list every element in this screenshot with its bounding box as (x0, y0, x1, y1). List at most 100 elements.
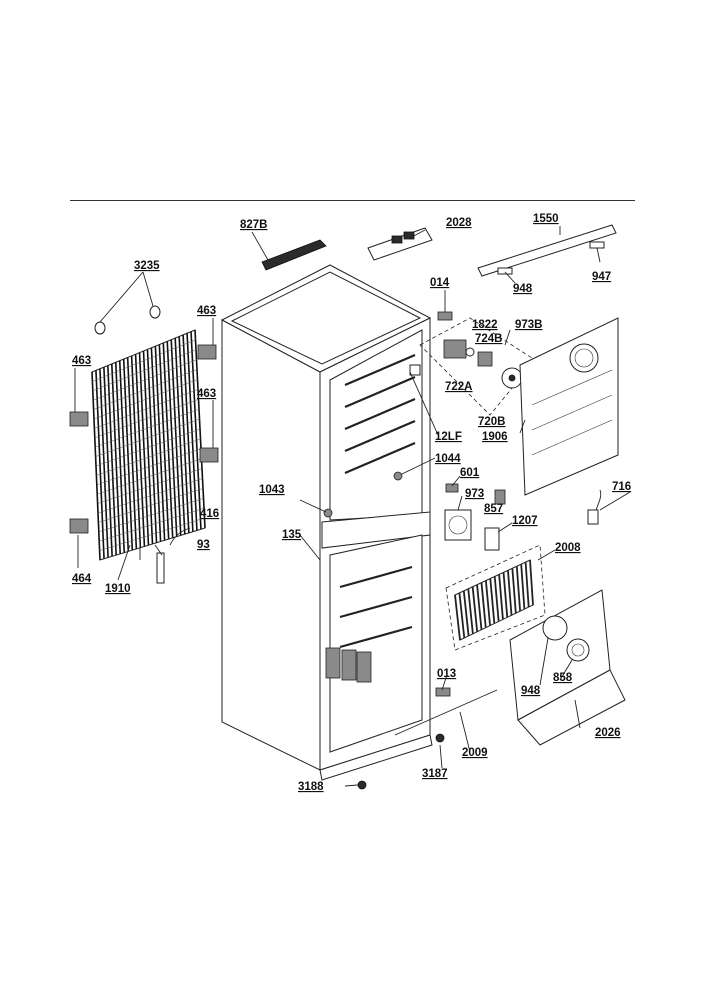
label-947: 947 (592, 271, 611, 283)
label-601: 601 (460, 467, 480, 479)
coil-wire (95, 418, 200, 457)
evaporator-fin (462, 590, 470, 636)
part-1044 (393, 471, 403, 481)
evaporator-fin (515, 566, 522, 612)
part-947 (589, 241, 605, 249)
label-463: 463 (197, 388, 216, 400)
tube-93 (156, 552, 165, 584)
label-857: 857 (484, 503, 503, 515)
label-464: 464 (72, 573, 92, 585)
label-1910: 1910 (105, 583, 131, 595)
evaporator-fin (458, 592, 466, 639)
label-1550: 1550 (533, 213, 559, 225)
drawer-rail (339, 565, 413, 589)
evaporator-fin (507, 570, 513, 616)
part-labels: 827B 2028 1550 947 948 3235 463 463 463 … (72, 213, 631, 793)
label-724B: 724B (475, 333, 503, 345)
rear-panel-2026 (509, 589, 626, 746)
label-973: 973 (465, 488, 484, 500)
label-722A: 722A (445, 381, 473, 393)
tube-416 (169, 527, 191, 546)
coil-wire (96, 438, 201, 476)
label-2009: 2009 (462, 747, 488, 759)
label-2008: 2008 (555, 542, 581, 554)
label-013: 013 (437, 668, 456, 680)
label-716: 716 (612, 481, 631, 493)
drawer-rail (339, 625, 413, 649)
label-948: 948 (513, 283, 533, 295)
label-2028: 2028 (446, 217, 472, 229)
evaporator-fin (454, 594, 461, 641)
condenser-clips-left (69, 411, 89, 534)
label-12LF: 12LF (435, 431, 462, 443)
evaporator-fin (529, 559, 534, 606)
control-board-2028 (367, 227, 433, 261)
label-93: 93 (197, 539, 210, 551)
label-1207: 1207 (512, 515, 538, 527)
shelf-rail (344, 375, 416, 409)
shelf-rail (344, 353, 416, 387)
heater-716 (587, 489, 602, 525)
evaporator-fin (520, 564, 526, 610)
coil-wire (96, 448, 202, 486)
coil-wire (94, 389, 199, 429)
evaporator-fin (489, 578, 496, 624)
evaporator-fin (480, 582, 487, 628)
shelf-rail (344, 419, 416, 453)
caps-3235 (94, 305, 161, 335)
label-973B: 973B (515, 319, 543, 331)
shelf-rail (344, 441, 416, 475)
part-1043 (323, 508, 333, 518)
coil-wire (98, 498, 204, 533)
part-1207 (484, 527, 500, 551)
label-135: 135 (282, 529, 302, 541)
drain-tube-2009 (394, 689, 498, 736)
evaporator-fin (476, 584, 483, 630)
label-1906: 1906 (482, 431, 508, 443)
sensor-12LF (409, 364, 421, 376)
part-857 (494, 489, 506, 505)
label-463: 463 (197, 305, 216, 317)
label-948: 948 (521, 685, 541, 697)
hinge-cover-827B (261, 239, 327, 271)
evaporator-fin (471, 586, 479, 632)
coil-wire (93, 369, 198, 410)
label-827B: 827B (240, 219, 268, 231)
coil-wire (94, 399, 199, 439)
label-3188: 3188 (298, 781, 324, 793)
coil-wire (93, 379, 198, 420)
label-858: 858 (553, 672, 573, 684)
coil-wire (92, 349, 197, 392)
foot-3188 (357, 780, 367, 790)
coil-wire (97, 458, 202, 495)
evaporator-cover-1906 (519, 317, 619, 496)
evaporator-fin (467, 588, 474, 634)
evaporator-fin (502, 572, 509, 618)
coil-wire (95, 408, 200, 448)
shelf-rail (344, 397, 416, 431)
foot-3187 (435, 733, 445, 743)
leader-lines (74, 226, 631, 787)
evaporator-fin (484, 580, 491, 626)
part-013 (435, 687, 451, 697)
label-1822: 1822 (472, 319, 498, 331)
coil-wire (97, 468, 203, 504)
label-416: 416 (200, 508, 219, 520)
evaporator-2008 (445, 544, 546, 651)
coil-wire (92, 339, 196, 382)
label-3235: 3235 (134, 260, 160, 272)
label-2026: 2026 (595, 727, 621, 739)
condenser-coil (91, 329, 206, 561)
label-014: 014 (430, 277, 450, 289)
evaporator-fin (493, 576, 500, 622)
evaporator-fin (524, 561, 530, 608)
condenser-clips-right (197, 344, 219, 463)
coil-wire (99, 507, 205, 542)
label-3187: 3187 (422, 768, 448, 780)
part-948-top (497, 267, 513, 275)
label-720B: 720B (478, 416, 506, 428)
part-601 (445, 483, 459, 493)
fan-973 (444, 509, 472, 541)
coil-wire (95, 428, 201, 467)
